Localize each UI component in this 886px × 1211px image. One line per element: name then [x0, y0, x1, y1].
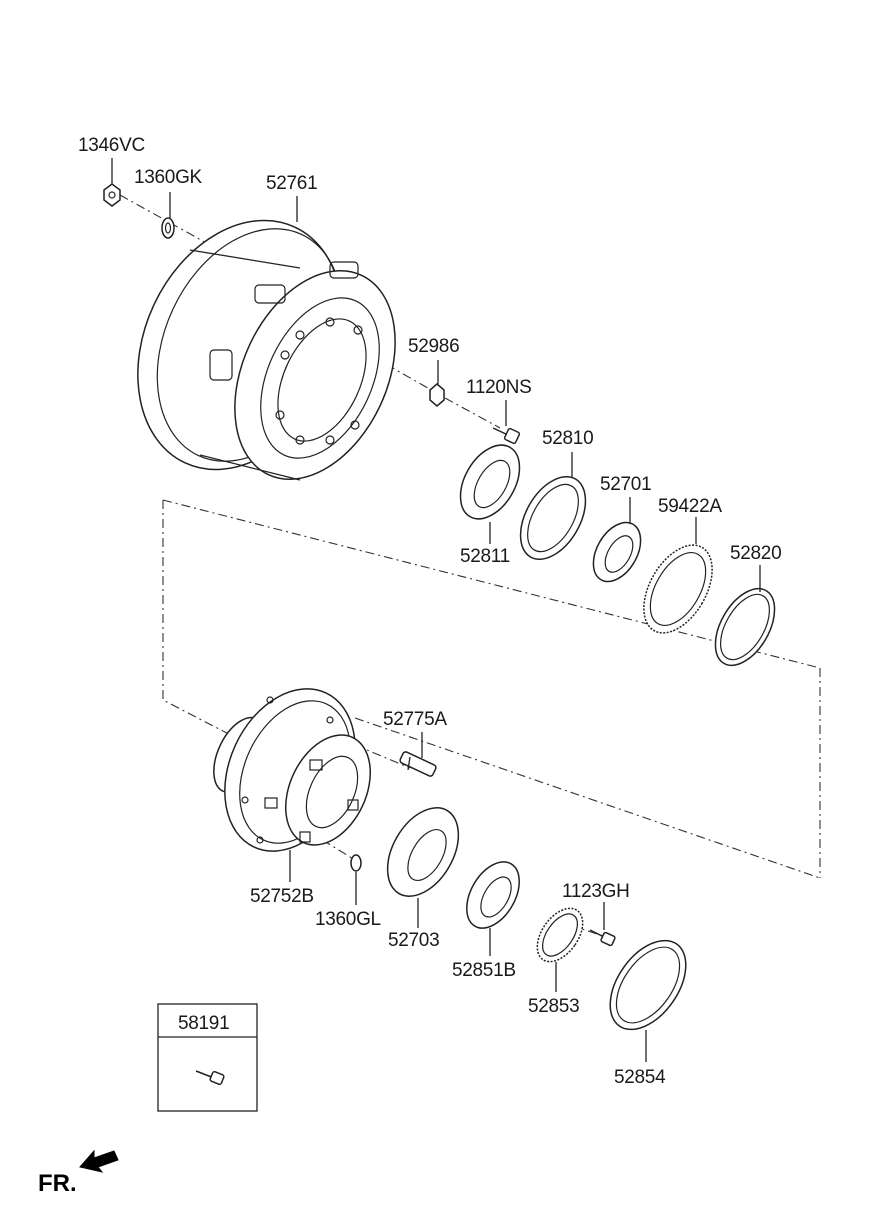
front-direction-indicator: FR. — [38, 1149, 119, 1197]
inset-box-58191: 58191 — [157, 1003, 258, 1112]
ring-52810-part — [519, 476, 587, 560]
tone-ring-52853-part — [536, 907, 584, 963]
bolt-58191-part — [195, 1070, 225, 1086]
label-52810: 52810 — [542, 428, 593, 449]
stud-52775a-part — [399, 751, 437, 777]
bearing-52701-part — [592, 521, 642, 583]
label-52703: 52703 — [388, 930, 439, 951]
label-1360gl: 1360GL — [315, 909, 381, 930]
label-52853: 52853 — [528, 996, 579, 1017]
tone-ring-59422a-part — [643, 544, 713, 634]
brake-drum-part — [137, 219, 396, 481]
bolt-1123gh-part — [589, 929, 616, 947]
ring-52820-part — [714, 587, 776, 667]
washer-1360gk-part — [161, 217, 175, 239]
label-52811: 52811 — [460, 546, 510, 567]
label-1120ns: 1120NS — [466, 377, 531, 398]
washer-1360gl-part — [350, 854, 362, 872]
label-59422a: 59422A — [658, 496, 722, 517]
label-52761: 52761 — [266, 173, 317, 194]
label-1123gh: 1123GH — [562, 881, 630, 902]
label-1346vc: 1346VC — [78, 135, 145, 156]
label-52775a: 52775A — [383, 709, 447, 730]
label-52820: 52820 — [730, 543, 781, 564]
label-52701: 52701 — [600, 474, 651, 495]
nut-52986-part — [429, 383, 445, 407]
label-1360gk: 1360GK — [134, 167, 203, 188]
bearing-52703-part — [386, 807, 460, 897]
wheel-hub-52752b-part — [213, 688, 372, 852]
bolt-1120ns-part — [492, 427, 521, 445]
label-52854: 52854 — [614, 1067, 666, 1088]
seal-52851b-part — [466, 861, 520, 929]
label-52851b: 52851B — [452, 960, 516, 981]
nut-1346vc-part — [103, 183, 121, 207]
seal-52811-part — [459, 444, 521, 520]
leader-lines — [111, 158, 761, 1062]
front-arrow-icon — [79, 1149, 119, 1173]
ring-52854-part — [609, 939, 687, 1031]
label-58191: 58191 — [178, 1013, 229, 1034]
label-52986: 52986 — [408, 336, 459, 357]
front-label: FR. — [38, 1170, 77, 1197]
label-52752b: 52752B — [250, 886, 314, 907]
